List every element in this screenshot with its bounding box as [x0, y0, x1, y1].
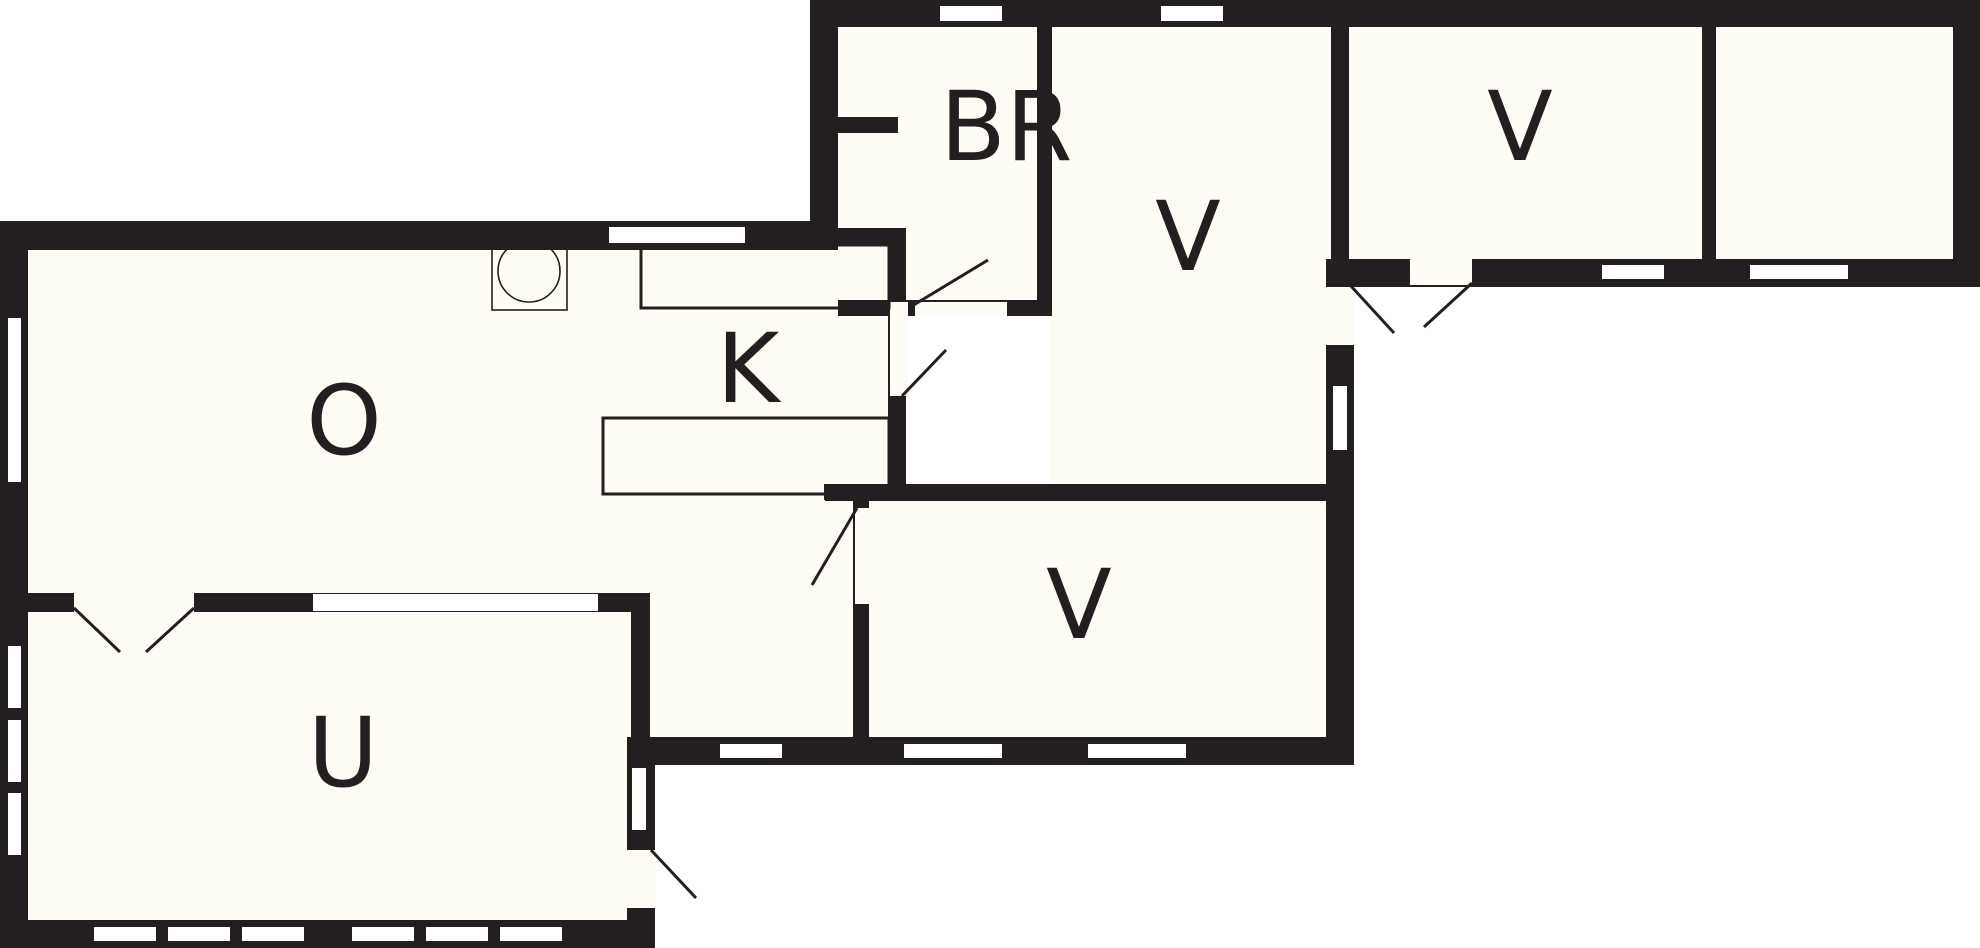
window-u-bottom-2: [168, 927, 230, 941]
door-leaf-o-u-right: [144, 606, 196, 654]
window-top-o: [609, 227, 745, 243]
room-v2-floor: [868, 500, 1328, 737]
window-u-bottom-4: [352, 927, 414, 941]
window-v2-bottom-1: [904, 744, 1002, 758]
window-u-left-2: [8, 720, 21, 782]
door-leaf-k-v1: [900, 348, 948, 398]
wall-kitchen-top: [838, 228, 906, 246]
corridor-floor: [645, 485, 860, 737]
window-v3-bottom-2: [1750, 265, 1848, 279]
door-gap-br-bottom: [915, 302, 1007, 316]
room-br-floor: [838, 27, 1038, 304]
room-label-v1: V: [1155, 181, 1221, 293]
window-br-top: [940, 6, 1002, 21]
room-label-v2: V: [1046, 549, 1112, 661]
wall-top-right: [810, 0, 1980, 27]
window-interior-o-u: [313, 594, 598, 611]
room-v1-floor: [1050, 27, 1330, 485]
window-v1-right: [1333, 386, 1347, 450]
door-leaf-corridor: [810, 507, 859, 586]
kitchen-fixtures: [491, 239, 894, 500]
door-gap-v1-outside: [1326, 287, 1354, 345]
window-u-right: [632, 768, 646, 830]
room-label-k: K: [717, 313, 782, 425]
counter-cap: [824, 484, 894, 500]
wall-v3-split: [1702, 18, 1716, 265]
wall-br-v1: [1037, 18, 1052, 316]
window-o-left: [8, 318, 21, 482]
room-label-u: U: [308, 697, 378, 809]
door-leaf-v3-outside: [1422, 281, 1474, 329]
room-label-v3: V: [1487, 71, 1553, 183]
wall-u-corridor: [631, 593, 650, 743]
window-corridor-bottom: [720, 744, 782, 758]
door-leaf-br: [911, 258, 989, 308]
wall-v1-v3: [1331, 18, 1349, 265]
room-v3-floor: [1348, 27, 1953, 259]
door-leaf-o-u-left: [72, 606, 122, 654]
wall-far-right: [1953, 0, 1980, 287]
door-leaf-v1-outside: [1348, 283, 1396, 335]
room-u-floor: [28, 610, 631, 920]
room-label-o: O: [306, 365, 382, 477]
room-label-br: BR: [940, 71, 1073, 183]
door-gap-u-outside: [627, 850, 655, 908]
window-v2-bottom-2: [1088, 744, 1186, 758]
wall-br-stub: [838, 117, 898, 133]
counter-upper: [639, 243, 891, 310]
wall-v1-v2: [825, 484, 1328, 501]
counter-lower: [601, 416, 891, 496]
door-swings: [72, 258, 1474, 900]
window-u-bottom-1: [94, 927, 156, 941]
door-gap-o-u: [74, 593, 194, 612]
window-u-bottom-3: [242, 927, 304, 941]
door-gap-k-v1: [890, 302, 908, 396]
room-labels: O K BR V V V U: [306, 71, 1553, 809]
stove-burner-icon: [497, 239, 561, 303]
door-openings: [74, 257, 1472, 908]
windows: [8, 6, 1848, 941]
floor-fills: [28, 27, 1953, 920]
window-u-bottom-5: [426, 927, 488, 941]
window-v3-bottom-1: [1602, 265, 1664, 279]
window-u-bottom-6: [500, 927, 562, 941]
wall-br-left: [810, 0, 838, 250]
door-leaf-u-outside: [649, 848, 698, 900]
window-u-left-1: [8, 646, 21, 708]
door-gap-corridor-v2: [855, 508, 869, 604]
window-v1-top: [1161, 6, 1223, 21]
window-u-left-3: [8, 793, 21, 855]
door-gap-v3-outside: [1410, 257, 1472, 285]
stove-box: [491, 247, 568, 311]
